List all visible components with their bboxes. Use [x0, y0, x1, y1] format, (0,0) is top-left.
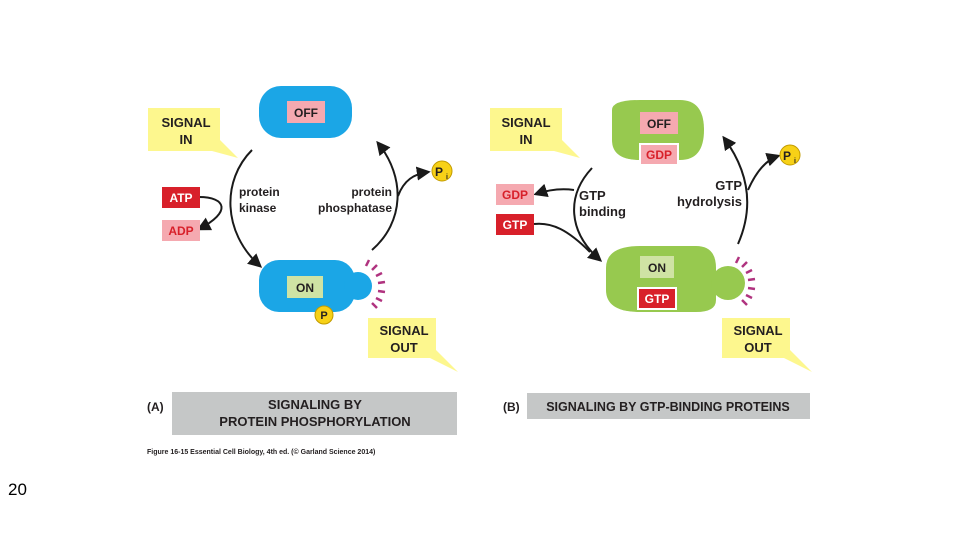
on-protein-b: ON GTP [606, 246, 756, 312]
hydrolysis-arrow-b [722, 135, 749, 245]
atp-label-a: ATP [169, 191, 192, 205]
panel-letter-a: (A) [147, 400, 164, 414]
panel-b: SIGNAL IN OFF GDP P i GDP G [490, 100, 812, 419]
slide-number: 20 [8, 480, 27, 499]
atp-box-a: ATP [162, 187, 200, 208]
hydrolysis-line2-b: hydrolysis [677, 194, 742, 209]
on-label-b: ON [648, 261, 666, 275]
gtp-input-box-b: GTP [496, 214, 534, 235]
gdp-released-box-b: GDP [496, 184, 534, 205]
pi-label-b: P [783, 149, 791, 163]
gdp-released-label-b: GDP [502, 188, 528, 202]
on-label-a: ON [296, 281, 314, 295]
gdp-bound-label-b: GDP [646, 148, 672, 162]
off-protein-a: OFF [259, 86, 352, 138]
caption-line2-a: PROTEIN PHOSPHORYLATION [219, 414, 410, 429]
pi-circle-b: P i [779, 144, 801, 166]
binding-arrow-b [573, 167, 603, 262]
activity-ticks-a [364, 259, 386, 309]
signal-out-callout-a: SIGNAL OUT [368, 318, 458, 372]
pi-label-a: P [435, 165, 443, 179]
signal-in-line1-b: SIGNAL [501, 115, 550, 130]
off-label-b: OFF [647, 117, 671, 131]
signal-in-line2-a: IN [180, 132, 193, 147]
signal-out-line1-a: SIGNAL [379, 323, 428, 338]
binding-line1-b: GTP [579, 188, 606, 203]
signal-in-callout-a: SIGNAL IN [148, 108, 238, 158]
adp-label-a: ADP [168, 224, 193, 238]
phosphatase-line1-a: protein [351, 185, 392, 199]
figure-credit: Figure 16-15 Essential Cell Biology, 4th… [147, 448, 375, 456]
gtp-entry-arrow-b [533, 222, 591, 253]
pi-release-arrow-b [747, 152, 781, 191]
kinase-line1-a: protein [239, 185, 280, 199]
pi-circle-a: P i [431, 160, 453, 182]
signal-in-callout-b: SIGNAL IN [490, 108, 580, 158]
phosphatase-arrow-a [371, 140, 399, 251]
off-protein-b: OFF GDP [612, 100, 704, 166]
phosphatase-line2-a: phosphatase [318, 201, 392, 215]
pi-release-arrow-a [397, 166, 431, 197]
signal-in-line2-b: IN [520, 132, 533, 147]
caption-line1-a: SIGNALING BY [268, 397, 362, 412]
phosphate-label-a: P [320, 310, 327, 322]
panel-a: SIGNAL IN OFF P i ATP ADP prot [147, 86, 458, 435]
gtp-input-label-b: GTP [503, 218, 528, 232]
hydrolysis-line1-b: GTP [715, 178, 742, 193]
signal-in-line1-a: SIGNAL [161, 115, 210, 130]
gtp-bound-label-b: GTP [645, 292, 670, 306]
atp-adp-arrow-a [196, 196, 223, 231]
on-protein-a: ON P [259, 259, 386, 325]
signal-out-callout-b: SIGNAL OUT [722, 318, 812, 372]
binding-line2-b: binding [579, 204, 626, 219]
kinase-line2-a: kinase [239, 201, 277, 215]
panel-letter-b: (B) [503, 400, 520, 414]
signal-out-line1-b: SIGNAL [733, 323, 782, 338]
kinase-arrow-a [229, 149, 263, 268]
off-label-a: OFF [294, 106, 318, 120]
activity-ticks-b [734, 256, 756, 306]
signal-out-line2-b: OUT [744, 340, 772, 355]
pi-subscript-a: i [446, 174, 448, 181]
caption-b: SIGNALING BY GTP-BINDING PROTEINS [546, 400, 790, 414]
pi-subscript-b: i [794, 158, 796, 165]
gdp-release-arrow-b [533, 183, 575, 198]
signal-out-line2-a: OUT [390, 340, 418, 355]
adp-box-a: ADP [162, 220, 200, 241]
